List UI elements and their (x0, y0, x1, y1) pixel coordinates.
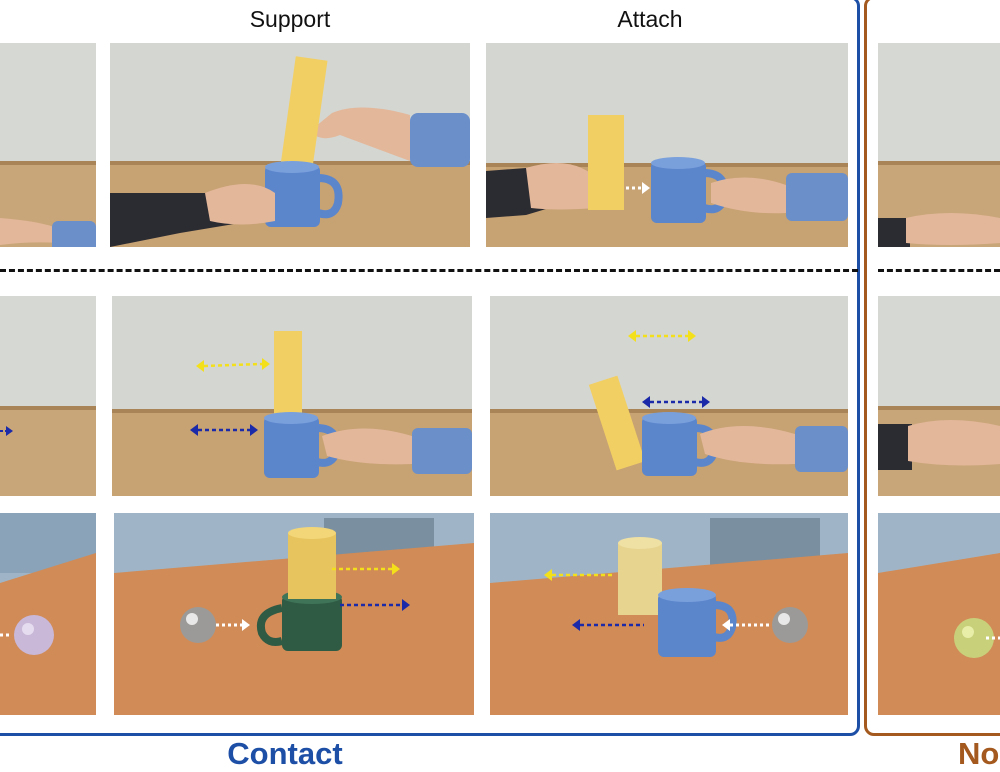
sim-panel-left-row3 (0, 513, 96, 715)
photo-panel-support-row1 (110, 43, 470, 247)
photo-panel-right-row1 (878, 43, 1000, 247)
sim-panel-support-row3 (114, 513, 474, 715)
photo-panel-support-row2 (112, 296, 472, 496)
sim-panel-right-row3 (878, 513, 1000, 715)
photo-panel-attach-row2 (490, 296, 848, 496)
photo-panel-left-row1 (0, 43, 96, 247)
sim-panel-attach-row3 (490, 513, 848, 715)
row-divider-no-contact (878, 269, 1000, 272)
no-contact-group-box (864, 0, 1000, 736)
row-divider-contact (0, 269, 858, 272)
photo-panel-left-row2 (0, 296, 96, 496)
group-label-no-contact: No (958, 736, 1000, 771)
photo-panel-attach-row1 (486, 43, 848, 247)
column-label-attach: Attach (617, 6, 683, 32)
group-label-contact: Contact (227, 736, 343, 771)
column-label-support: Support (249, 6, 331, 32)
contact-group-box (0, 0, 860, 736)
photo-panel-right-row2 (878, 296, 1000, 496)
